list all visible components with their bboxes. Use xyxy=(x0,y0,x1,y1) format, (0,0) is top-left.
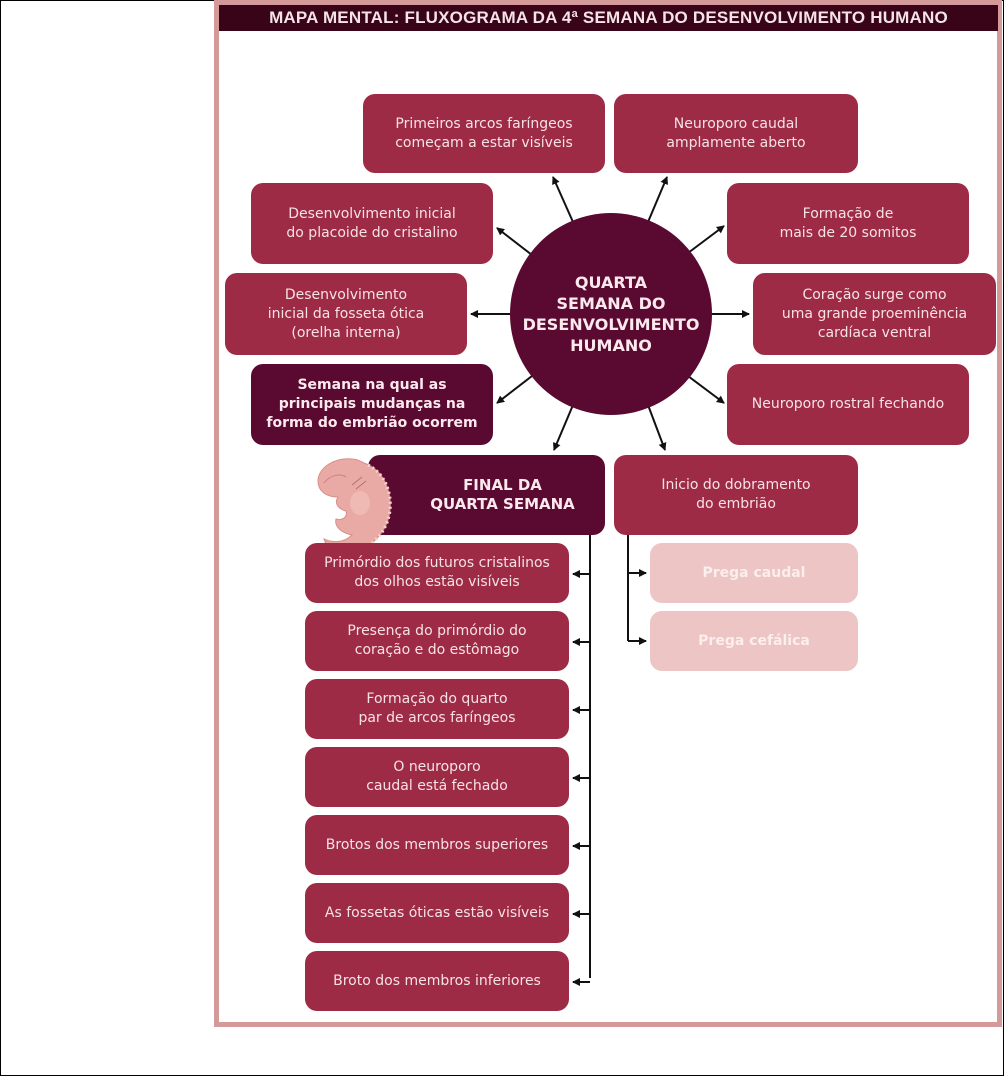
node-somitos: Formação de mais de 20 somitos xyxy=(727,183,969,264)
node-fosseta-otica: Desenvolvimento inicial da fosseta ótica… xyxy=(225,273,467,355)
final-week-item-label: Brotos dos membros superiores xyxy=(325,836,549,853)
node-label: Prega caudal xyxy=(702,564,806,581)
node-primeiros-arcos: Primeiros arcos faríngeos começam a esta… xyxy=(363,94,605,173)
final-week-item: Formação do quarto par de arcos faríngeo… xyxy=(305,679,569,739)
central-topic-label: QUARTA SEMANA DO DESENVOLVIMENTO HUMANO xyxy=(522,273,700,355)
node-coracao: Coração surge como uma grande proeminênc… xyxy=(753,273,996,355)
central-topic-node: QUARTA SEMANA DO DESENVOLVIMENTO HUMANO xyxy=(510,213,712,415)
node-prega-cefalica: Prega cefálica xyxy=(650,611,858,671)
final-week-item: O neuroporo caudal está fechado xyxy=(305,747,569,807)
final-week-item-label: Presença do primórdio do coração e do es… xyxy=(347,623,527,658)
node-label: FINAL DA QUARTA SEMANA xyxy=(430,476,575,513)
final-week-item: Brotos dos membros superiores xyxy=(305,815,569,875)
node-label: Desenvolvimento inicial do placoide do c… xyxy=(286,205,458,241)
node-label: Coração surge como uma grande proeminênc… xyxy=(781,286,968,341)
final-week-item-label: O neuroporo caudal está fechado xyxy=(366,759,508,794)
page-title: MAPA MENTAL: FLUXOGRAMA DA 4ª SEMANA DO … xyxy=(219,5,998,31)
node-final-quarta-semana: FINAL DA QUARTA SEMANA xyxy=(368,455,605,535)
node-label: Semana na qual as principais mudanças na… xyxy=(266,377,478,431)
node-label: Prega cefálica xyxy=(698,632,810,649)
node-neuroporo-rostral: Neuroporo rostral fechando xyxy=(727,364,969,445)
frame-top-border xyxy=(214,0,1002,5)
final-week-item-label: Formação do quarto par de arcos faríngeo… xyxy=(358,691,516,726)
final-week-item: As fossetas óticas estão visíveis xyxy=(305,883,569,943)
node-label: Neuroporo caudal amplamente aberto xyxy=(666,115,806,151)
node-label: Primeiros arcos faríngeos começam a esta… xyxy=(395,115,573,151)
node-inicio-dobramento: Inicio do dobramento do embrião xyxy=(614,455,858,535)
final-week-item: Broto dos membros inferiores xyxy=(305,951,569,1011)
final-week-item: Primórdio dos futuros cristalinos dos ol… xyxy=(305,543,569,603)
embryo-illustration xyxy=(317,458,392,554)
node-neuroporo-caudal: Neuroporo caudal amplamente aberto xyxy=(614,94,858,173)
node-label: Inicio do dobramento do embrião xyxy=(661,477,811,512)
final-week-item-label: As fossetas óticas estão visíveis xyxy=(324,904,550,921)
final-week-item-label: Broto dos membros inferiores xyxy=(333,972,541,989)
node-semana-mudancas: Semana na qual as principais mudanças na… xyxy=(251,364,493,445)
node-prega-caudal: Prega caudal xyxy=(650,543,858,603)
node-placoide-cristalino: Desenvolvimento inicial do placoide do c… xyxy=(251,183,493,264)
node-label: Formação de mais de 20 somitos xyxy=(779,205,917,241)
final-week-item: Presença do primórdio do coração e do es… xyxy=(305,611,569,671)
node-label: Desenvolvimento inicial da fosseta ótica… xyxy=(267,286,425,341)
node-label: Neuroporo rostral fechando xyxy=(751,396,945,412)
final-week-item-label: Primórdio dos futuros cristalinos dos ol… xyxy=(324,555,550,590)
